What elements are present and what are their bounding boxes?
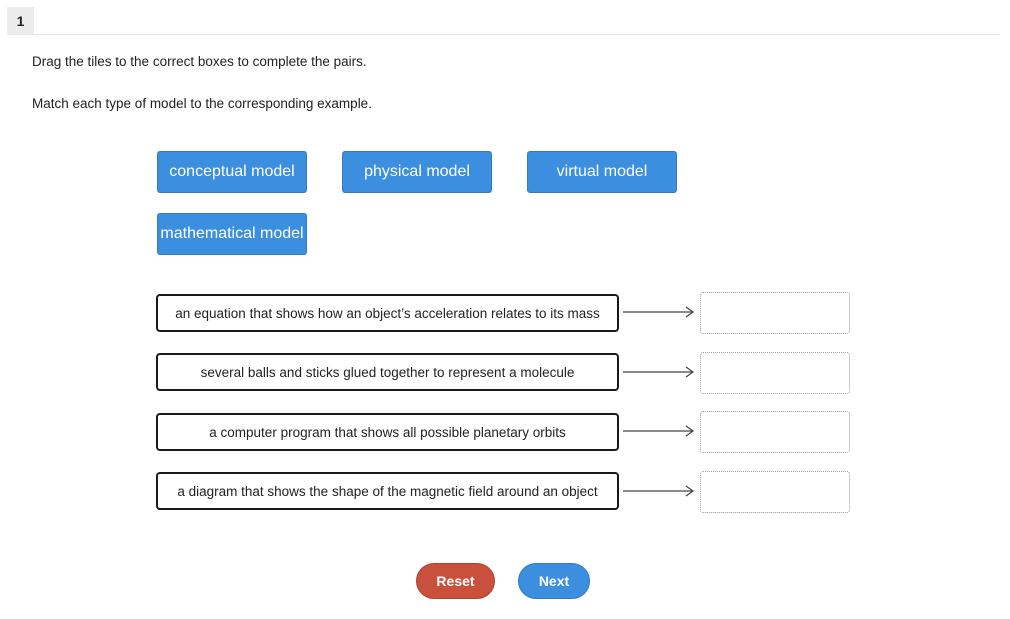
tile-mathematical-model[interactable]: mathematical model bbox=[157, 213, 307, 255]
instruction-drag: Drag the tiles to the correct boxes to c… bbox=[32, 54, 367, 69]
example-computer-program: a computer program that shows all possib… bbox=[156, 413, 619, 451]
reset-button[interactable]: Reset bbox=[416, 563, 495, 599]
drop-target-2[interactable] bbox=[700, 352, 850, 394]
header-divider bbox=[7, 34, 1000, 35]
question-number: 1 bbox=[7, 7, 34, 34]
next-button[interactable]: Next bbox=[518, 563, 590, 599]
arrow-right-icon bbox=[623, 425, 695, 437]
arrow-right-icon bbox=[623, 306, 695, 318]
drop-target-3[interactable] bbox=[700, 411, 850, 453]
instruction-match: Match each type of model to the correspo… bbox=[32, 96, 372, 111]
example-balls-sticks: several balls and sticks glued together … bbox=[156, 353, 619, 391]
example-equation: an equation that shows how an object’s a… bbox=[156, 294, 619, 332]
arrow-right-icon bbox=[623, 485, 695, 497]
tile-virtual-model[interactable]: virtual model bbox=[527, 151, 677, 193]
tile-physical-model[interactable]: physical model bbox=[342, 151, 492, 193]
arrow-right-icon bbox=[623, 366, 695, 378]
drop-target-1[interactable] bbox=[700, 292, 850, 334]
tile-conceptual-model[interactable]: conceptual model bbox=[157, 151, 307, 193]
example-diagram: a diagram that shows the shape of the ma… bbox=[156, 472, 619, 510]
drop-target-4[interactable] bbox=[700, 471, 850, 513]
